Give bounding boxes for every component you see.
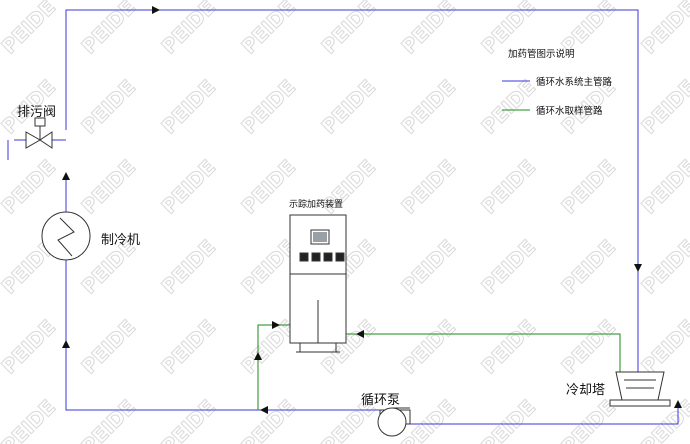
arrow-return-left <box>356 330 364 338</box>
chiller-symbol <box>41 211 91 261</box>
arrow-green-up <box>254 352 262 360</box>
legend-main-line-label: 循环水系统主管路 <box>536 77 613 88</box>
legend-title: 加药管图示说明 <box>508 49 575 60</box>
cooling-tower-label: 冷却塔 <box>566 383 606 398</box>
chiller-label: 制冷机 <box>101 233 141 248</box>
flow-arrows <box>62 6 682 414</box>
arrow-right-down <box>634 264 642 272</box>
main-pipe-right-bottom <box>408 404 679 425</box>
arrow-green-to-device <box>272 321 280 329</box>
cooling-tower-symbol <box>609 371 671 407</box>
dosing-device-label: 示踪加药装置 <box>289 200 344 210</box>
arrow-bottom-left <box>260 406 268 414</box>
circulation-pump-symbol <box>377 407 411 437</box>
drain-valve-label: 排污阀 <box>17 105 57 120</box>
drain-valve-symbol <box>25 117 53 149</box>
main-pipe-top <box>65 9 639 372</box>
dosing-device-cabinet <box>289 214 347 353</box>
arrow-left-up-1 <box>62 172 70 180</box>
main-pipe-left-lower <box>65 175 410 411</box>
pump-label: 循环泵 <box>361 393 401 408</box>
arrow-left-up-2 <box>62 340 70 348</box>
arrow-tower-up <box>674 400 682 408</box>
arrow-top-right <box>152 6 160 14</box>
legend-sample-line-label: 循环水取样管路 <box>536 106 603 117</box>
